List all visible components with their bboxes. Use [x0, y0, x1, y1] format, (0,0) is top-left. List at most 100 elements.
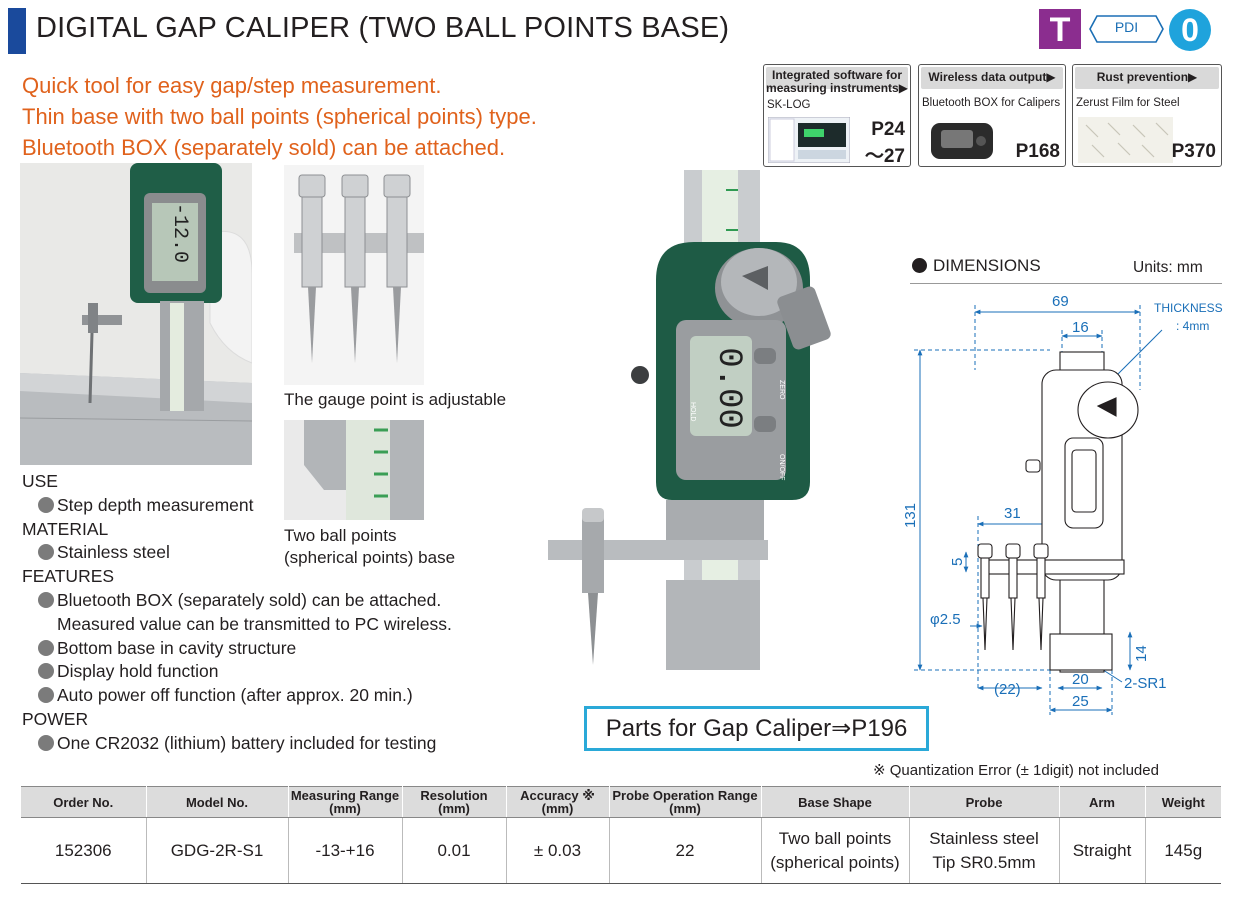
table-cell: 0.01 [402, 817, 507, 884]
table-header-text: Accuracy ※ [520, 788, 595, 803]
adjustable-points-art [284, 165, 424, 385]
table-row: 152306 GDG-2R-S1 -13-+16 0.01 ± 0.03 22 … [21, 817, 1221, 884]
ref-page: ～27 [864, 146, 905, 167]
table-header-text: Resolution [420, 788, 488, 803]
dim-label-phi: φ2.5 [930, 611, 961, 628]
dimensions-title: DIMENSIONS [912, 256, 1041, 276]
table-header-text: Probe Operation Range [612, 788, 758, 803]
usage-photo-art: -12.0 [20, 163, 252, 465]
table-header: Order No. [21, 786, 147, 818]
dim-label-thickness: THICKNESS [1154, 301, 1223, 315]
spec-item-text: Display hold function [57, 661, 219, 682]
table-header: Model No. [146, 786, 289, 818]
dim-label-5: 5 [949, 558, 966, 566]
table-header-unit: (mm) [669, 801, 701, 816]
spec-list: USE Step depth measurement MATERIAL Stai… [22, 470, 452, 756]
table-header: Probe Operation Range(mm) [609, 786, 762, 818]
dim-label-25: 25 [1072, 693, 1089, 710]
spec-table: Order No. Model No. Measuring Range(mm) … [21, 786, 1221, 884]
spec-item-text: Bluetooth BOX (separately sold) can be a… [57, 589, 442, 610]
table-header-unit: (mm) [438, 801, 470, 816]
hold-label: HOLD [689, 402, 696, 421]
adjustable-points-photo [284, 165, 424, 385]
table-header-row: Order No. Model No. Measuring Range(mm) … [21, 786, 1221, 818]
table-header: Probe [909, 786, 1060, 818]
display-reading: 0.00 [709, 347, 747, 429]
dim-label-31: 31 [1004, 505, 1021, 522]
t-badge: T [1039, 9, 1081, 49]
ref-head-text: Rust prevention [1096, 70, 1189, 84]
software-screenshot-icon [768, 117, 850, 163]
ref-head-line: Integrated software for [771, 68, 903, 82]
ref-page: P24 [871, 119, 905, 140]
ref-box-rust[interactable]: Rust prevention▶ Zerust Film for Steel P… [1072, 64, 1222, 167]
spec-item-text: Auto power off function (after approx. 2… [57, 685, 413, 706]
ref-head-text: Wireless data output [928, 70, 1047, 84]
page-title: DIGITAL GAP CALIPER (TWO BALL POINTS BAS… [36, 12, 730, 44]
ref-box-sklog[interactable]: Integrated software for measuring instru… [763, 64, 911, 167]
cell-text: 152306 [54, 840, 112, 860]
quantization-note: ※ Quantization Error (± 1digit) not incl… [873, 762, 1159, 779]
arrow-right-icon: ▶ [1046, 70, 1056, 84]
dimension-drawing: 69 16 THICKNESS : 4mm 131 31 5 φ2.5 14 (… [902, 293, 1223, 715]
dimensions-units: Units: mm [1133, 259, 1203, 276]
dim-label-20: 20 [1072, 671, 1089, 688]
product-photo: 0.00 HOLD ZERO ON/OFF [544, 170, 874, 690]
table-header-unit: (mm) [541, 801, 574, 816]
table-cell: GDG-2R-S1 [146, 817, 289, 884]
title-accent-bar [8, 8, 26, 54]
table-header: Weight [1145, 786, 1221, 818]
spec-item: Stainless steel [22, 541, 452, 565]
cell-text: 0.01 [437, 840, 471, 860]
ref-page: P168 [1015, 141, 1060, 162]
ref-sub: SK-LOG [767, 99, 811, 111]
table-header: Accuracy ※(mm) [506, 786, 610, 818]
base-photo-art [284, 420, 424, 520]
usage-photo: -12.0 [20, 163, 252, 465]
parts-link[interactable]: Parts for Gap Caliper⇒P196 [584, 706, 929, 751]
spec-use-head: USE [22, 471, 58, 491]
table-header: Arm [1059, 786, 1146, 818]
table-header: Base Shape [761, 786, 910, 818]
pdi-badge-label: PDI [1114, 19, 1139, 35]
dim-label-16: 16 [1072, 319, 1089, 336]
table-cell: Two ball points (spherical points) [761, 817, 910, 884]
spec-item-continuation: Measured value can be transmitted to PC … [57, 613, 452, 634]
table-header-text: Weight [1161, 794, 1205, 810]
table-cell: -13-+16 [288, 817, 403, 884]
table-header-unit: (mm) [329, 801, 361, 816]
cell-text: (spherical points) [770, 852, 900, 872]
spec-item: Bottom base in cavity structure [22, 637, 452, 661]
ref-sub: Bluetooth BOX for Calipers [922, 97, 1061, 109]
spec-item: Auto power off function (after approx. 2… [22, 684, 452, 708]
table-header-text: Probe [965, 794, 1003, 810]
table-cell: 145g [1145, 817, 1221, 884]
usage-display-reading: -12.0 [168, 203, 191, 263]
ref-head: Rust prevention▶ [1075, 67, 1219, 89]
caption-base: Two ball points (spherical points) base [284, 525, 455, 569]
intro-line: Bluetooth BOX (separately sold) can be a… [22, 135, 506, 160]
dim-label-14: 14 [1133, 645, 1150, 662]
table-cell: ± 0.03 [506, 817, 610, 884]
zerust-film-icon [1078, 117, 1173, 163]
arrow-right-icon: ▶ [898, 81, 908, 95]
caption-adjustable: The gauge point is adjustable [284, 390, 507, 409]
spec-item: Step depth measurement [22, 494, 452, 518]
ref-head-text: measuring instruments [766, 81, 899, 95]
dim-label-69: 69 [1052, 293, 1069, 310]
cell-text: Two ball points [778, 828, 892, 848]
spec-item-text: Step depth measurement [57, 494, 254, 515]
cell-text: 145g [1164, 840, 1203, 860]
bullet-icon [912, 258, 927, 273]
table-header: Resolution(mm) [402, 786, 507, 818]
cell-text: GDG-2R-S1 [170, 840, 264, 860]
spec-item-text: One CR2032 (lithium) battery included fo… [57, 732, 437, 753]
zero-label: ZERO [778, 380, 785, 400]
pdi-badge-icon [1089, 15, 1164, 43]
dim-label-thickness-value: : 4mm [1176, 319, 1209, 333]
cell-text: Stainless steel [929, 828, 1039, 848]
bullet-icon [38, 544, 54, 561]
intro-text: Quick tool for easy gap/step measurement… [22, 70, 537, 163]
onoff-label: ON/OFF [778, 454, 785, 480]
ref-box-bluetooth[interactable]: Wireless data output▶ Bluetooth BOX for … [918, 64, 1066, 167]
